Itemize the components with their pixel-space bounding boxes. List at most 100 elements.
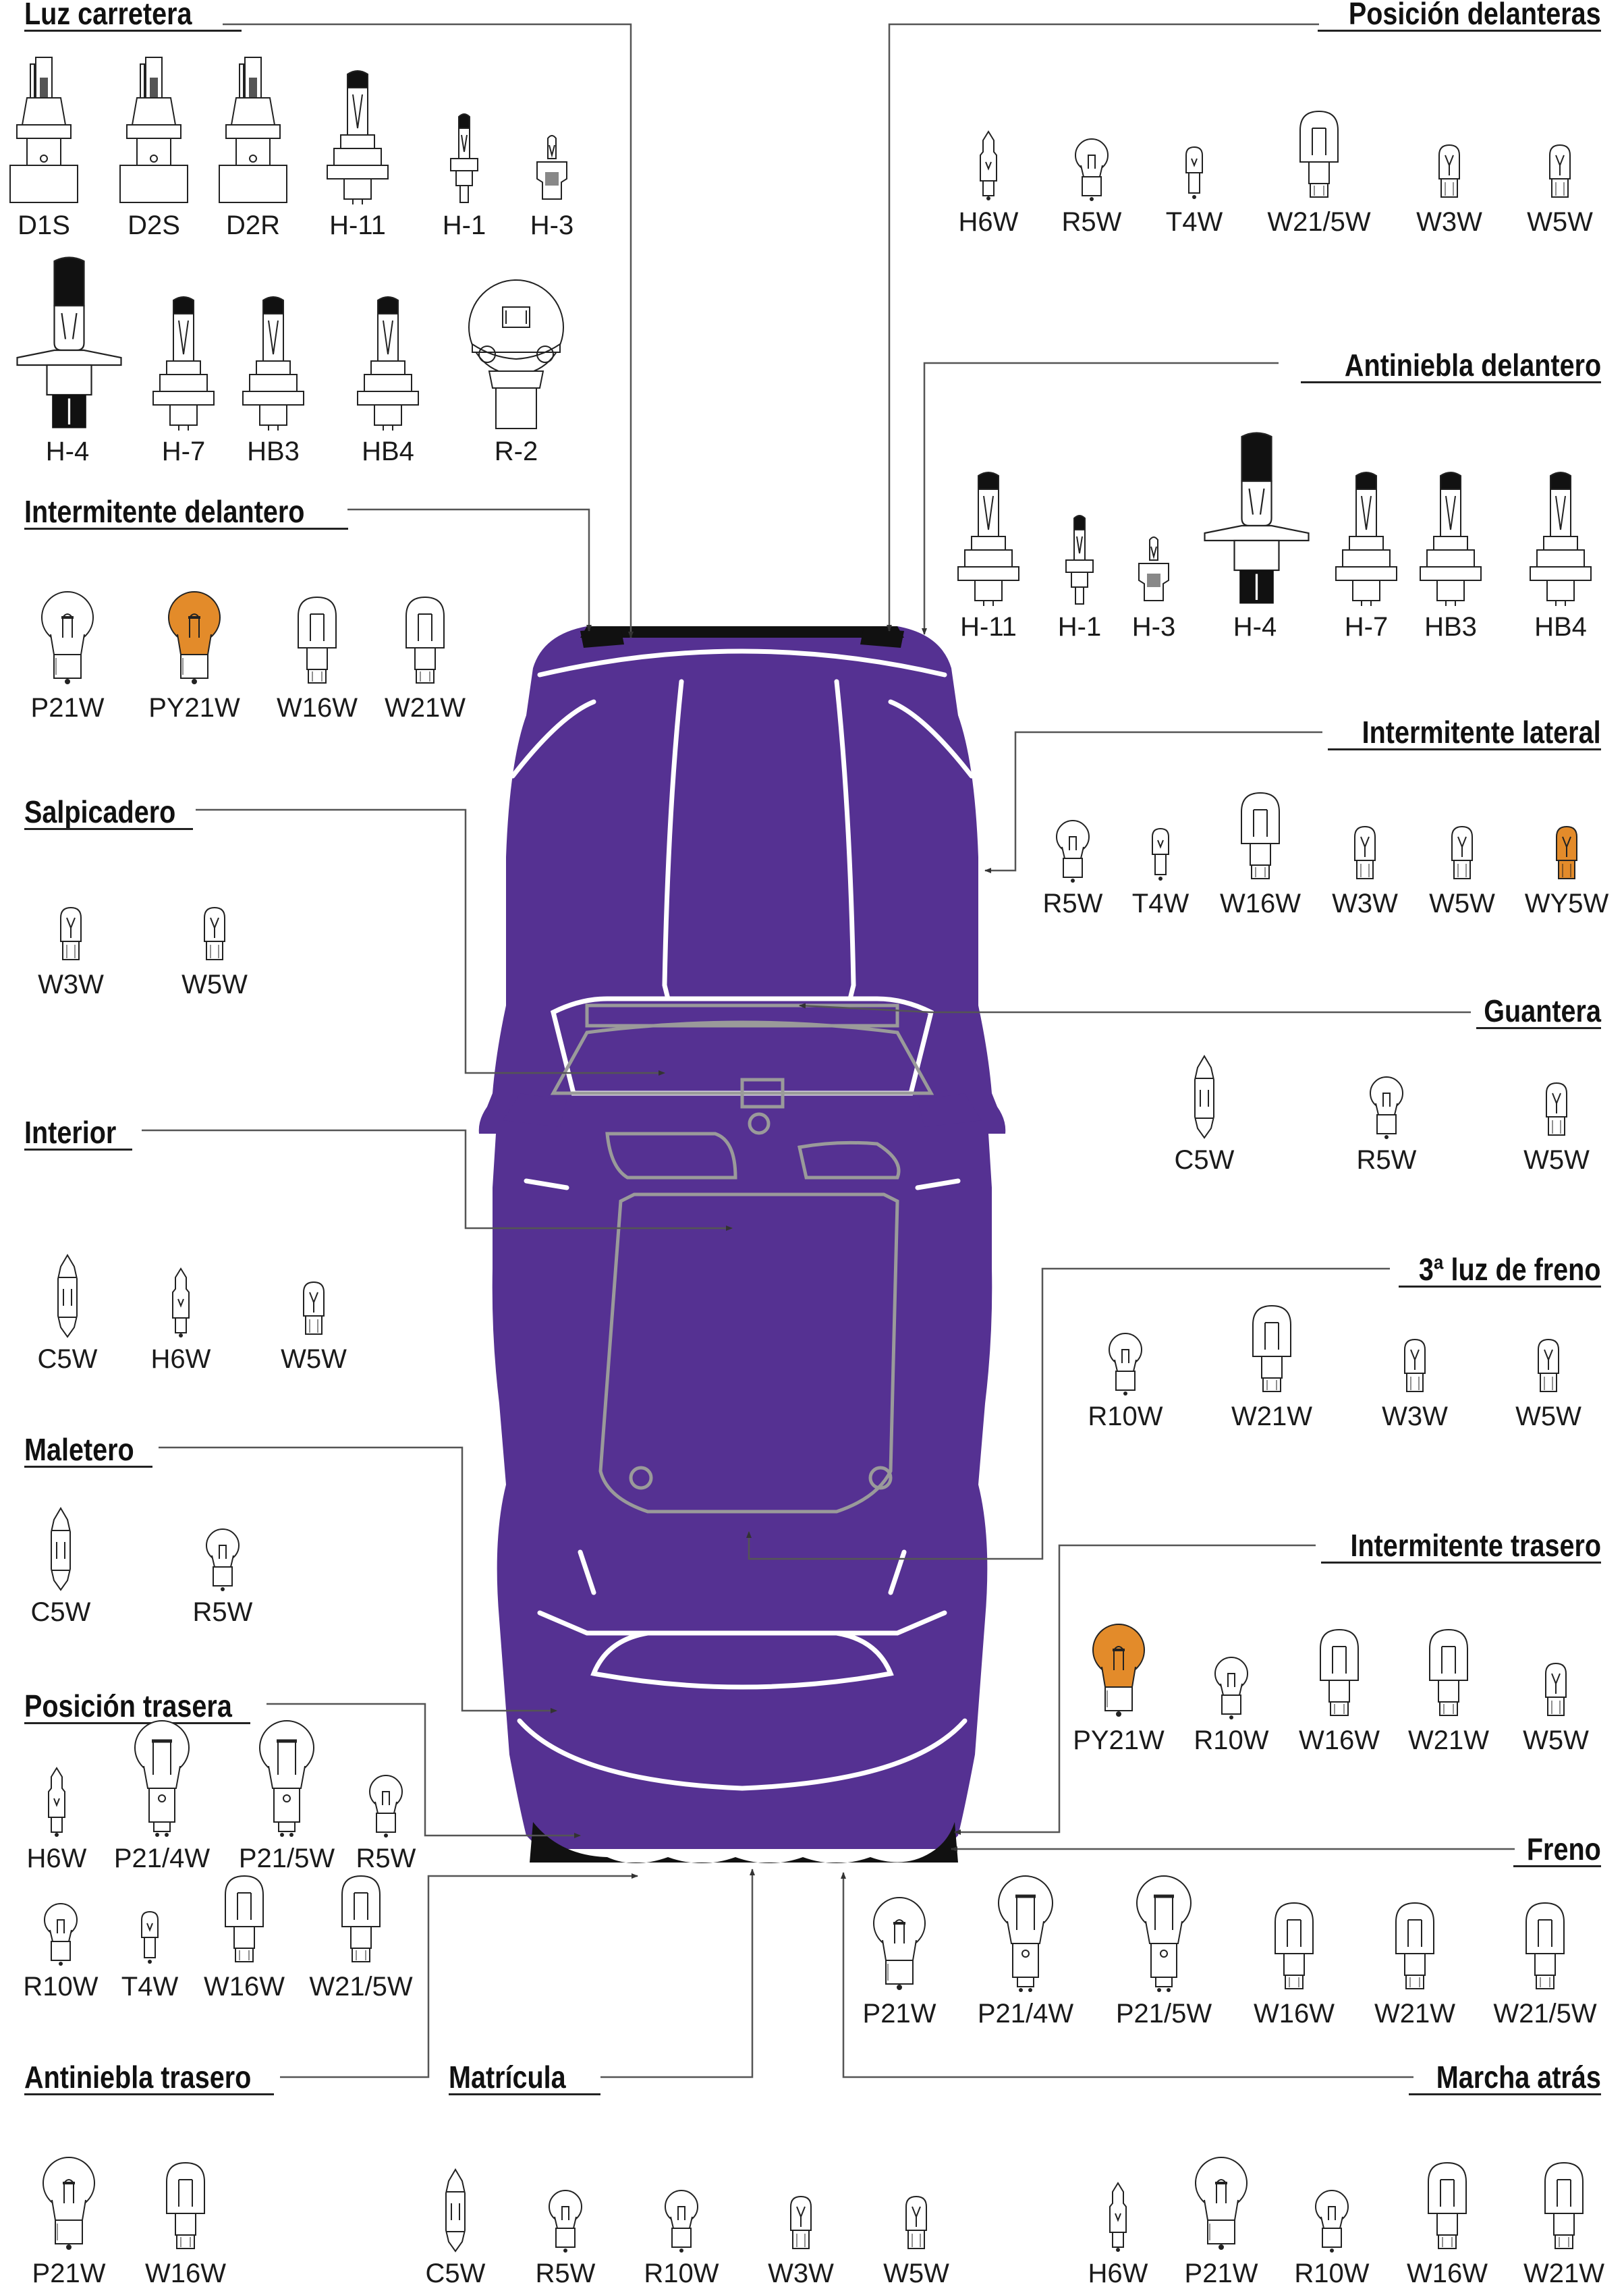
halogen-h11-icon — [957, 472, 1019, 606]
halogen-h1-icon — [450, 113, 478, 203]
bulb-label: W16W — [1220, 889, 1301, 918]
title-underline — [1476, 1027, 1601, 1029]
bulb-item: P21/5W — [233, 1711, 341, 1874]
ball-bulb-icon — [41, 591, 94, 684]
bulb-label: PY21W — [1073, 1726, 1165, 1755]
bulb-item: T4W — [1107, 823, 1214, 919]
bulb-label: P21W — [32, 2259, 106, 2288]
bulb-item: D2R — [199, 51, 307, 241]
bulb-label: W16W — [1407, 2259, 1488, 2288]
bulb-item: W16W — [1206, 790, 1314, 919]
bulb-item: PY21W — [1065, 1613, 1173, 1756]
bulb-item: C5W — [7, 1505, 115, 1628]
mini-bayonet-bulb-icon — [172, 1267, 190, 1337]
bulb-label: H-1 — [1057, 612, 1102, 642]
bulb-label: H6W — [26, 1844, 87, 1873]
bulb-item: H-1 — [1026, 513, 1133, 642]
bulb-item: H-4 — [1201, 429, 1310, 642]
bulb-item: H-1 — [410, 111, 518, 241]
bulb-item: T4W — [96, 1906, 204, 2002]
bulb-label: R-2 — [494, 437, 538, 466]
wedge-bulb-icon — [1395, 1902, 1434, 1989]
bulb-label: P21/5W — [238, 1844, 335, 1873]
bulb-label: H-7 — [1344, 612, 1389, 642]
bulb-item: W3W — [1395, 142, 1503, 238]
car-body — [478, 626, 1006, 1849]
title-underline — [24, 30, 242, 32]
bulb-label: W3W — [1332, 889, 1398, 918]
section-title: Intermitente trasero — [1350, 1528, 1601, 1563]
bulb-item: W16W — [1285, 1626, 1393, 1756]
bulb-item: R10W — [7, 1900, 115, 2002]
bulb-label: HB3 — [247, 437, 300, 466]
mini-wedge-bulb-icon — [905, 2195, 927, 2249]
small-ball-bulb-icon — [1214, 1657, 1248, 1719]
bulb-label: R10W — [1194, 1726, 1269, 1755]
bulb-label: WY5W — [1524, 889, 1609, 918]
ball-bulb-icon — [43, 2157, 95, 2250]
mini-wedge-bulb-icon — [204, 906, 225, 960]
bulb-item: H-3 — [498, 132, 606, 241]
section-title: 3ª luz de freno — [1419, 1252, 1601, 1287]
bulb-label: W5W — [181, 970, 248, 999]
bulb-label: P21/4W — [977, 1999, 1074, 2029]
title-underline — [449, 2093, 600, 2095]
mini-bayonet-bulb-icon — [980, 130, 997, 200]
bulb-item: R5W — [332, 1771, 440, 1874]
bulb-item: W3W — [17, 904, 125, 1000]
bulb-label: D2R — [225, 211, 281, 240]
halogen-h1-icon — [1065, 515, 1094, 605]
dual-filament-bulb-icon — [259, 1720, 314, 1837]
small-ball-bulb-icon — [1370, 1076, 1403, 1139]
bulb-item: HB3 — [219, 290, 327, 467]
bulb-label: D2S — [128, 211, 180, 240]
bulb-item: H-11 — [304, 64, 412, 241]
bulb-label: W21W — [1374, 1999, 1455, 2029]
section-title: Luz carretera — [24, 0, 192, 31]
bulb-item: R5W — [169, 1525, 277, 1628]
ball-bulb-icon — [1195, 2157, 1248, 2250]
bulb-label: P21W — [1184, 2259, 1258, 2288]
bulb-label: C5W — [30, 1597, 91, 1627]
bulb-label: R5W — [1061, 207, 1122, 237]
bulb-item: R10W — [1071, 1329, 1179, 1432]
bulb-item: HB4 — [1507, 466, 1615, 642]
title-underline — [1513, 1865, 1601, 1867]
bulb-item: W21/5W — [307, 1873, 415, 2002]
bilux-r2-icon — [468, 279, 564, 429]
title-underline — [24, 1149, 132, 1151]
halogen-h7-icon — [152, 296, 215, 431]
title-underline — [24, 2093, 274, 2095]
bulb-label: R10W — [23, 1972, 99, 2002]
tiny-bulb-icon — [1185, 146, 1203, 199]
mini-wedge-bulb-amber-icon — [1556, 825, 1577, 879]
bulb-label: H6W — [958, 207, 1019, 237]
wedge-bulb-icon — [225, 1875, 264, 1962]
bulb-item: W3W — [747, 2193, 855, 2289]
dual-filament-bulb-icon — [134, 1720, 190, 1837]
bulb-item: W16W — [1393, 2159, 1501, 2289]
section-title: Guantera — [1484, 993, 1601, 1028]
bulb-item: P21/4W — [108, 1711, 216, 1874]
bulb-item: P21W — [15, 2146, 123, 2289]
bulb-label: T4W — [121, 1972, 179, 2002]
halogen-hb4-icon — [357, 296, 419, 431]
bulb-item: W21W — [1395, 1626, 1503, 1756]
bulb-item: W3W — [1311, 823, 1419, 919]
mini-bayonet-bulb-icon — [48, 1767, 65, 1837]
festoon-bulb-icon — [57, 1254, 78, 1338]
tiny-bulb-icon — [141, 1910, 159, 1964]
wedge-bulb-icon — [1252, 1304, 1291, 1392]
bulb-label: R5W — [1042, 889, 1103, 918]
bulb-label: W16W — [277, 693, 358, 723]
bulb-label: PY21W — [148, 693, 240, 723]
small-ball-bulb-icon — [1075, 138, 1109, 201]
festoon-bulb-icon — [51, 1507, 71, 1591]
title-underline — [1409, 2093, 1601, 2095]
xenon-d2r-icon — [219, 57, 287, 203]
bulb-label: C5W — [37, 1344, 98, 1374]
bulb-label: H-11 — [329, 211, 386, 240]
title-underline — [24, 1722, 250, 1724]
bulb-label: W5W — [1523, 1145, 1590, 1175]
